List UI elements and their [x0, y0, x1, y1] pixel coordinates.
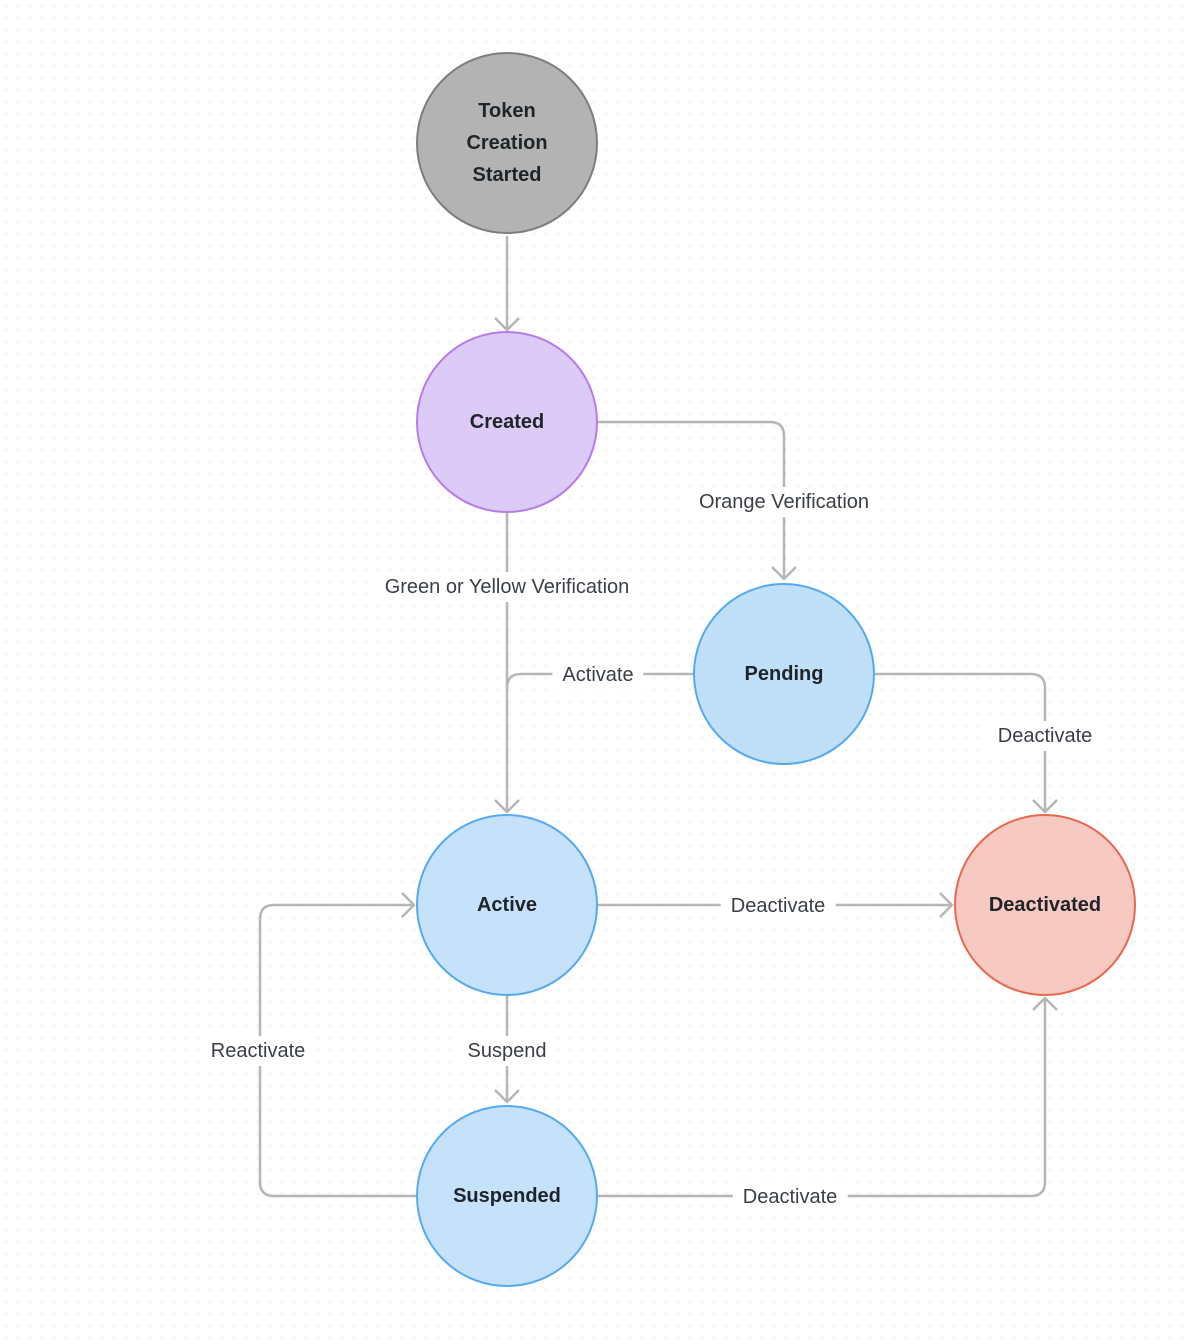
edge-label-deactivate-suspended: Deactivate: [732, 1182, 848, 1212]
edge-label-activate: Activate: [552, 660, 644, 690]
node-token-creation-started: Token Creation Started: [416, 52, 598, 234]
edge-label-deactivate-pending: Deactivate: [987, 721, 1103, 751]
node-created: Created: [416, 331, 598, 513]
node-pending-label: Pending: [744, 663, 824, 685]
node-pending: Pending: [693, 583, 875, 765]
edge-suspended-to-deactivated: [598, 996, 1058, 1198]
edge-pending-to-deactivated: [875, 672, 1058, 814]
node-created-label: Created: [469, 411, 545, 433]
node-active: Active: [416, 814, 598, 996]
node-deactivated-label: Deactivated: [988, 894, 1102, 916]
edge-created-to-pending: [597, 420, 797, 581]
node-deactivated: Deactivated: [954, 814, 1136, 996]
node-suspended-label: Suspended: [453, 1185, 561, 1207]
node-active-label: Active: [476, 894, 538, 916]
edge-label-orange-verification: Orange Verification: [688, 487, 880, 517]
edge-label-deactivate-active: Deactivate: [720, 891, 836, 921]
node-suspended: Suspended: [416, 1105, 598, 1287]
edge-label-suspend: Suspend: [457, 1036, 557, 1066]
node-token-creation-started-label: Token Creation Started: [466, 100, 548, 186]
edge-pending-to-active: [505, 672, 694, 689]
edge-label-reactivate: Reactivate: [200, 1036, 316, 1066]
edge-label-green-or-yellow-verification: Green or Yellow Verification: [374, 572, 640, 602]
